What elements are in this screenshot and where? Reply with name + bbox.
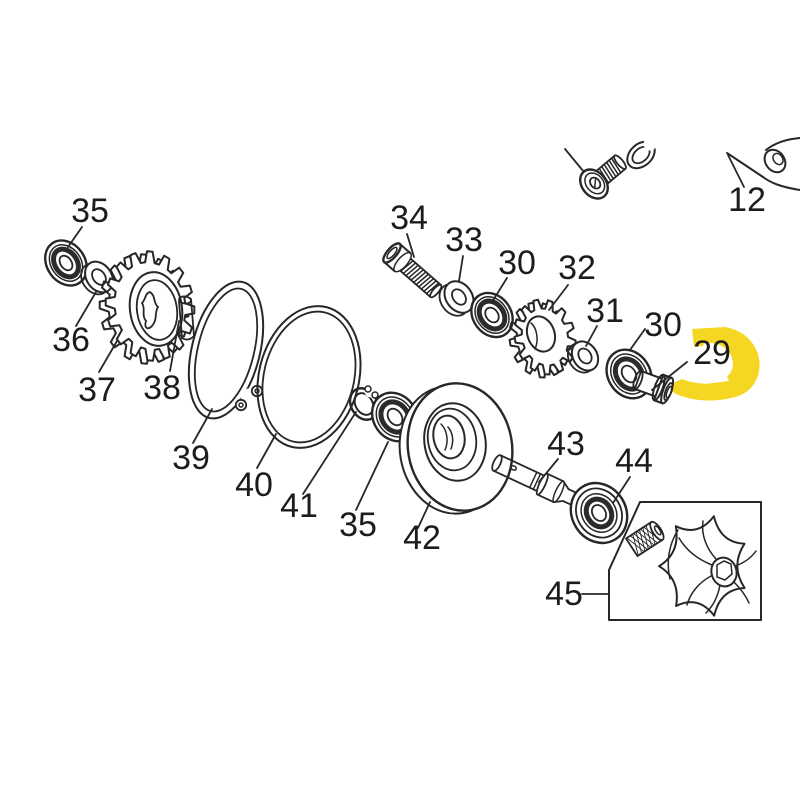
impeller-hex-bore	[716, 560, 733, 581]
label-44: 44	[615, 442, 653, 480]
highlight-arrow-notch	[705, 359, 729, 384]
part-34-bolt	[382, 242, 443, 299]
leader-37	[98, 340, 118, 373]
label-45: 45	[545, 575, 583, 613]
label-29-highlighted: 29	[693, 334, 731, 372]
part-42-disc	[398, 382, 514, 515]
leader-29	[651, 361, 688, 391]
label-42: 42	[403, 519, 441, 557]
label-37: 37	[78, 371, 116, 409]
kit-knurled-bushing	[625, 520, 665, 557]
part-37-gear	[98, 250, 196, 365]
leader-12	[727, 154, 745, 188]
part-top-screw	[564, 137, 657, 200]
label-30-upper: 30	[498, 244, 536, 282]
label-41: 41	[280, 487, 318, 525]
leader-35-top	[67, 226, 83, 248]
part-30-bearing-upper	[470, 291, 514, 339]
gear-37-spline-bore	[140, 291, 160, 330]
leader-44	[612, 476, 631, 504]
leader-40	[256, 433, 277, 469]
leader-42	[417, 501, 431, 529]
part-32-gear	[508, 298, 577, 379]
kit-impeller	[658, 515, 757, 617]
part-29-bushing	[632, 369, 675, 405]
part-35-bearing-top	[44, 239, 88, 287]
leader-41	[302, 411, 357, 495]
label-36: 36	[52, 321, 90, 359]
top-screw-leader-line	[564, 148, 585, 173]
label-39: 39	[172, 439, 210, 477]
label-33: 33	[445, 221, 483, 259]
part-39-snap-ring	[187, 280, 265, 420]
leader-35-center	[355, 441, 389, 511]
leader-38	[169, 320, 180, 372]
highlight-swoosh-shape	[664, 327, 760, 401]
leader-39	[192, 408, 213, 444]
part-12-cover-bracket	[726, 137, 800, 191]
leader-43	[538, 458, 559, 483]
part-30-bearing-right	[605, 348, 653, 400]
highlight-swoosh-29	[664, 327, 760, 401]
label-12: 12	[728, 181, 766, 219]
label-30-right: 30	[644, 306, 682, 344]
part-44-bearing-seal	[569, 481, 629, 545]
label-38: 38	[143, 369, 181, 407]
part-31-washer	[566, 340, 600, 374]
label-32: 32	[558, 249, 596, 287]
part-33-washer	[438, 280, 475, 317]
leader-32	[548, 284, 569, 311]
label-31: 31	[586, 292, 624, 330]
part-36-washer	[80, 260, 114, 296]
leader-36	[75, 291, 97, 327]
leader-30-upper	[491, 277, 508, 303]
kit-box-outline	[608, 501, 762, 621]
label-35-top: 35	[71, 192, 109, 230]
leader-31	[585, 325, 598, 347]
part-38-pin	[178, 295, 195, 341]
leader-34	[406, 233, 415, 258]
label-34: 34	[390, 199, 428, 237]
leader-30-right	[629, 328, 646, 351]
top-washer-ring	[626, 137, 657, 170]
leader-33	[458, 255, 464, 282]
part-45-kit-box	[581, 501, 762, 621]
label-40: 40	[235, 466, 273, 504]
gear-32-teeth	[513, 298, 577, 376]
label-35-center: 35	[339, 506, 377, 544]
label-43: 43	[547, 425, 585, 463]
